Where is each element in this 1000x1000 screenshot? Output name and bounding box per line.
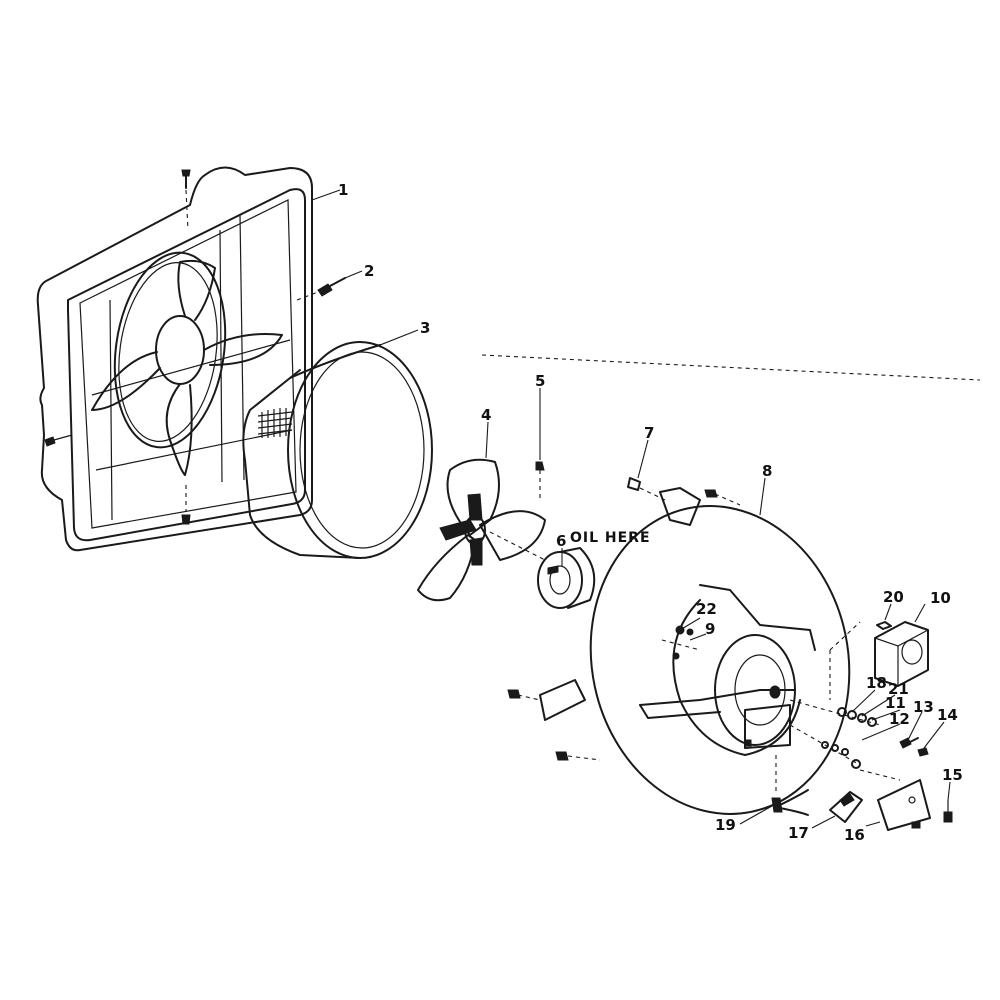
callout-17: 17 <box>788 824 809 842</box>
fasteners-parts-9-22 <box>661 625 701 660</box>
callout-7: 7 <box>644 424 654 442</box>
washer-stack-parts-11-12-18-21 <box>789 621 881 769</box>
callout-12: 12 <box>889 710 910 728</box>
callout-2: 2 <box>364 262 374 280</box>
callout-20: 20 <box>883 588 904 606</box>
oil-here-note: OIL HERE <box>570 530 651 546</box>
callout-11: 11 <box>885 694 906 712</box>
callout-18: 18 <box>866 674 887 692</box>
set-screw-part-5 <box>535 461 545 500</box>
callout-22: 22 <box>696 600 717 618</box>
callout-15: 15 <box>942 766 963 784</box>
callout-21: 21 <box>888 680 909 698</box>
callout-3: 3 <box>420 319 430 337</box>
callout-1: 1 <box>338 181 348 199</box>
callout-8: 8 <box>762 462 772 480</box>
callout-13: 13 <box>913 698 934 716</box>
callout-5: 5 <box>535 372 545 390</box>
axis-line <box>481 354 981 381</box>
callout-6: 6 <box>556 532 566 550</box>
motor-part-6 <box>537 547 596 609</box>
shroud-ring-part-3 <box>242 341 433 559</box>
front-housing-part-1 <box>36 166 313 552</box>
blower-housing-part-8 <box>507 487 851 815</box>
clip-part-7 <box>627 477 666 501</box>
callout-10: 10 <box>930 589 951 607</box>
switch-part-17 <box>829 791 863 823</box>
screws-parts-13-14 <box>899 737 929 757</box>
callout-9: 9 <box>705 620 715 638</box>
callout-14: 14 <box>937 706 958 724</box>
leader-lines <box>311 189 951 829</box>
cover-plate-part-16 <box>859 769 931 831</box>
nut-part-20 <box>876 621 892 630</box>
switch-box-part-10 <box>874 621 929 687</box>
screw-part-2 <box>296 277 346 301</box>
fan-blade-part-4 <box>417 458 546 602</box>
callout-16: 16 <box>844 826 865 844</box>
callout-4: 4 <box>481 406 491 424</box>
wire-connector-part-19 <box>771 755 809 816</box>
callout-19: 19 <box>715 816 736 834</box>
screw-part-15 <box>943 800 953 823</box>
